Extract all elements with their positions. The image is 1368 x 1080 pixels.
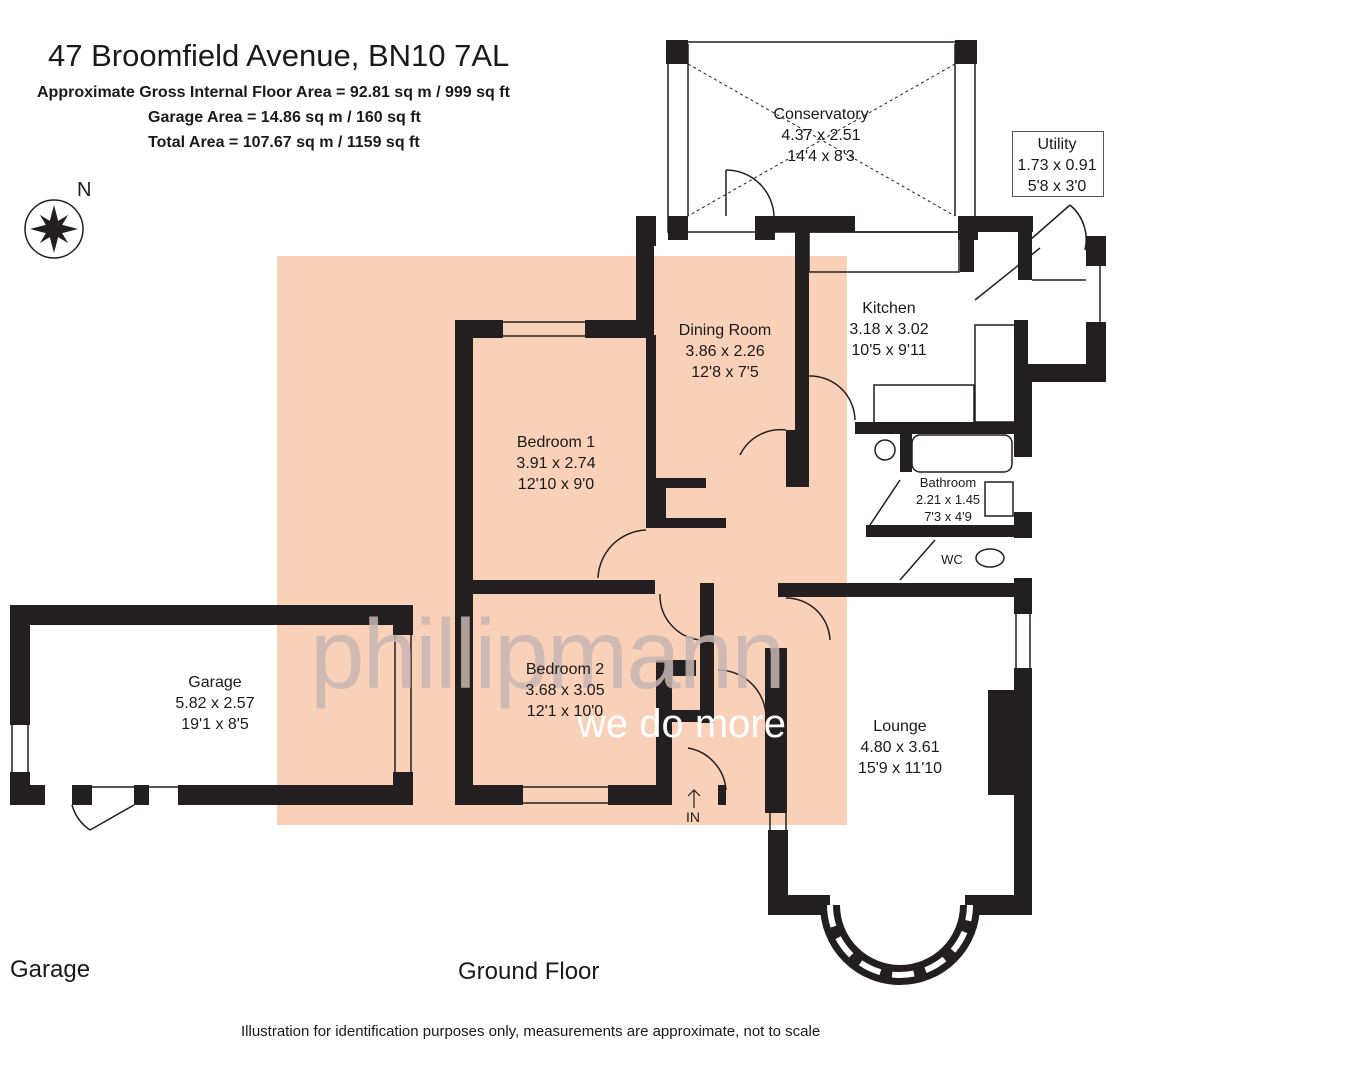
room-conservatory: Conservatory 4.37 x 2.51 14'4 x 8'3: [773, 104, 868, 167]
room-metric: 3.91 x 2.74: [516, 455, 596, 472]
room-garage: Garage 5.82 x 2.57 19'1 x 8'5: [175, 672, 254, 735]
room-imperial: 12'8 x 7'5: [691, 364, 759, 381]
room-utility: Utility 1.73 x 0.91 5'8 x 3'0: [1017, 134, 1096, 197]
watermark-tagline: we do more: [577, 702, 786, 746]
room-dining: Dining Room 3.86 x 2.26 12'8 x 7'5: [679, 320, 771, 383]
room-metric: 4.80 x 3.61: [860, 739, 940, 756]
room-imperial: 14'4 x 8'3: [787, 148, 855, 165]
bay-window: [820, 904, 980, 985]
room-name: Kitchen: [862, 300, 916, 317]
room-bathroom: Bathroom 2.21 x 1.45 7'3 x 4'9: [916, 474, 980, 525]
room-bedroom-1: Bedroom 1 3.91 x 2.74 12'10 x 9'0: [516, 432, 595, 495]
total-area-line: Total Area = 107.67 sq m / 1159 sq ft: [148, 134, 420, 151]
entrance-label: IN: [686, 809, 700, 825]
room-metric: 2.21 x 1.45: [915, 492, 981, 507]
room-name: Lounge: [873, 718, 927, 735]
room-name: Conservatory: [773, 106, 869, 123]
room-metric: 5.82 x 2.57: [175, 695, 255, 712]
room-name: Bedroom 2: [525, 661, 605, 678]
room-metric: 4.37 x 2.51: [781, 127, 861, 144]
room-metric: 3.86 x 2.26: [685, 343, 765, 360]
utility-label-box: [1012, 131, 1104, 197]
room-name: WC: [941, 552, 963, 567]
room-metric: 3.18 x 3.02: [849, 321, 929, 338]
highlight-area: [277, 256, 847, 825]
room-imperial: 10'5 x 9'11: [851, 342, 927, 359]
room-bedroom-2: Bedroom 2 3.68 x 3.05 12'1 x 10'0: [525, 659, 604, 722]
room-wc: WC: [941, 551, 963, 568]
floor-label-ground: Ground Floor: [458, 958, 600, 985]
room-metric: 3.68 x 3.05: [525, 682, 605, 699]
disclaimer: Illustration for identification purposes…: [241, 1023, 821, 1040]
room-kitchen: Kitchen 3.18 x 3.02 10'5 x 9'11: [849, 298, 928, 361]
room-imperial: 15'9 x 11'10: [857, 760, 943, 777]
compass-icon: [24, 199, 84, 259]
walls: [10, 40, 1106, 915]
room-name: Utility: [1037, 136, 1077, 153]
room-lounge: Lounge 4.80 x 3.61 15'9 x 11'10: [858, 716, 942, 779]
property-address: 47 Broomfield Avenue, BN10 7AL: [48, 38, 510, 73]
room-imperial: 12'10 x 9'0: [517, 476, 595, 493]
gross-area-line: Approximate Gross Internal Floor Area = …: [37, 84, 510, 101]
room-imperial: 5'8 x 3'0: [1027, 178, 1087, 195]
entrance-arrow-icon: [687, 789, 701, 808]
north-label: N: [77, 179, 92, 201]
floor-label-garage: Garage: [10, 956, 91, 983]
room-imperial: 12'1 x 10'0: [526, 703, 604, 720]
room-metric: 1.73 x 0.91: [1017, 157, 1097, 174]
room-name: Bedroom 1: [516, 434, 596, 451]
room-imperial: 19'1 x 8'5: [181, 716, 249, 733]
watermark-brand: phillipmann: [310, 599, 786, 709]
room-name: Dining Room: [678, 322, 772, 339]
room-name: Garage: [188, 674, 242, 691]
room-imperial: 7'3 x 4'9: [924, 509, 972, 524]
garage-area-line: Garage Area = 14.86 sq m / 160 sq ft: [148, 109, 421, 126]
room-name: Bathroom: [919, 475, 977, 490]
